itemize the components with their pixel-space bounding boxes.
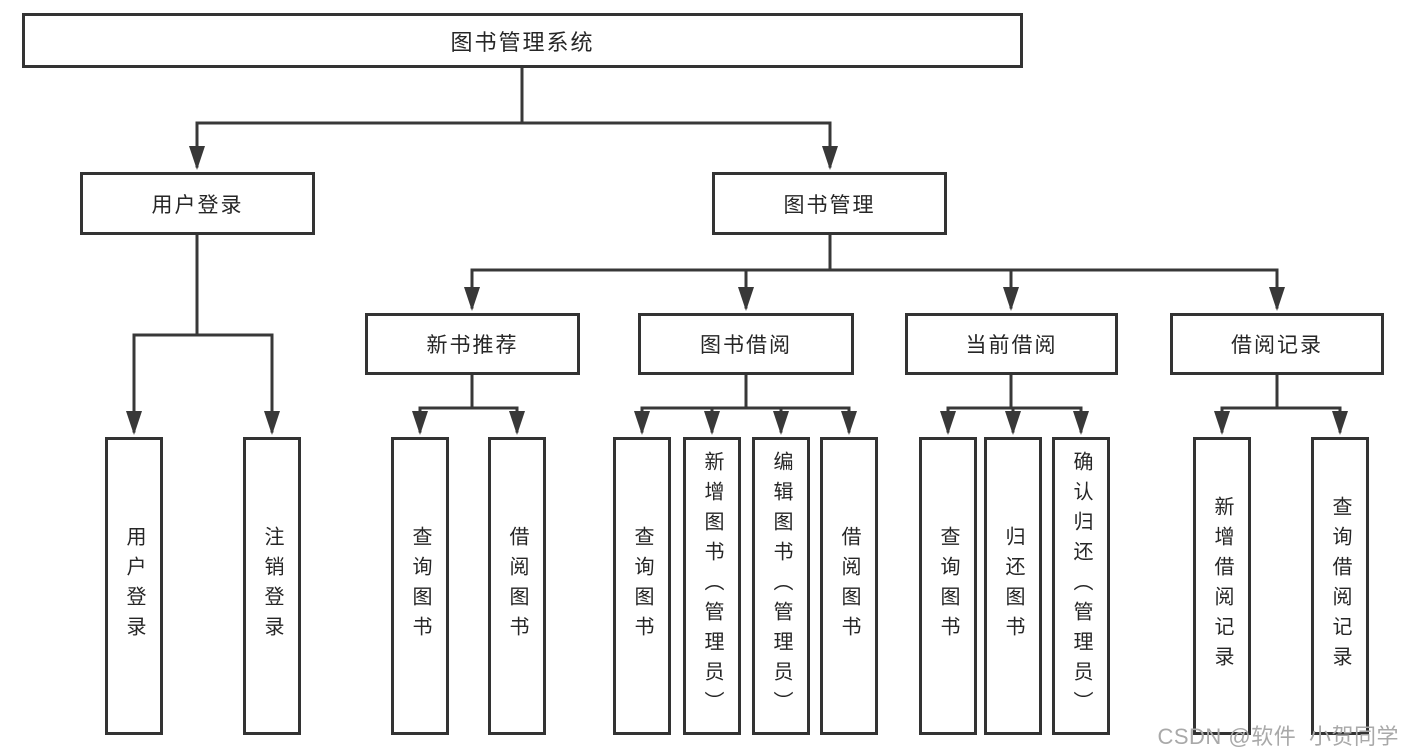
node-new-book-recommend-label: 新书推荐 — [426, 334, 519, 357]
leaf-confirm-return-admin: 确认归还（管理员） — [1052, 437, 1110, 735]
node-root-label: 图书管理系统 — [450, 29, 595, 55]
node-root: 图书管理系统 — [22, 13, 1023, 68]
leaf-query-borrow-record-label: 查询借阅记录 — [1329, 496, 1351, 676]
node-current-borrowing-label: 当前借阅 — [965, 334, 1058, 357]
leaf-query-books-current: 查询图书 — [919, 437, 977, 735]
node-borrow-records-label: 借阅记录 — [1231, 334, 1323, 357]
leaf-logout-label: 注销登录 — [261, 526, 283, 646]
leaf-query-books-borrowing: 查询图书 — [613, 437, 671, 735]
leaf-edit-books-admin: 编辑图书（管理员） — [752, 437, 810, 735]
leaf-add-books-admin-label: 新增图书（管理员） — [701, 451, 723, 721]
leaf-return-books-label: 归还图书 — [1002, 526, 1024, 646]
leaf-borrow-books-recommend: 借阅图书 — [488, 437, 546, 735]
watermark: CSDN @软件_小贺同学 — [1157, 724, 1399, 747]
leaf-borrow-books-borrowing: 借阅图书 — [820, 437, 878, 735]
node-book-borrowing-label: 图书借阅 — [700, 334, 792, 357]
node-user-login-label: 用户登录 — [151, 193, 244, 217]
node-book-borrowing: 图书借阅 — [638, 313, 854, 375]
leaf-query-books-recommend: 查询图书 — [391, 437, 449, 735]
leaf-logout: 注销登录 — [243, 437, 301, 735]
leaf-add-borrow-record-label: 新增借阅记录 — [1211, 496, 1233, 676]
leaf-query-books-current-label: 查询图书 — [937, 526, 959, 646]
leaf-borrow-books-recommend-label: 借阅图书 — [506, 526, 528, 646]
leaf-query-books-recommend-label: 查询图书 — [409, 526, 431, 646]
leaf-user-login-label: 用户登录 — [123, 526, 145, 646]
leaf-add-books-admin: 新增图书（管理员） — [683, 437, 741, 735]
leaf-confirm-return-admin-label: 确认归还（管理员） — [1070, 451, 1092, 721]
leaf-return-books: 归还图书 — [984, 437, 1042, 735]
node-current-borrowing: 当前借阅 — [905, 313, 1118, 375]
leaf-borrow-books-borrowing-label: 借阅图书 — [838, 526, 860, 646]
leaf-edit-books-admin-label: 编辑图书（管理员） — [770, 451, 792, 721]
node-new-book-recommend: 新书推荐 — [365, 313, 580, 375]
leaf-add-borrow-record: 新增借阅记录 — [1193, 437, 1251, 735]
node-user-login: 用户登录 — [80, 172, 315, 235]
leaf-query-borrow-record: 查询借阅记录 — [1311, 437, 1369, 735]
node-borrow-records: 借阅记录 — [1170, 313, 1384, 375]
leaf-query-books-borrowing-label: 查询图书 — [631, 526, 653, 646]
node-book-management-label: 图书管理 — [783, 193, 876, 217]
node-book-management: 图书管理 — [712, 172, 947, 235]
leaf-user-login: 用户登录 — [105, 437, 163, 735]
